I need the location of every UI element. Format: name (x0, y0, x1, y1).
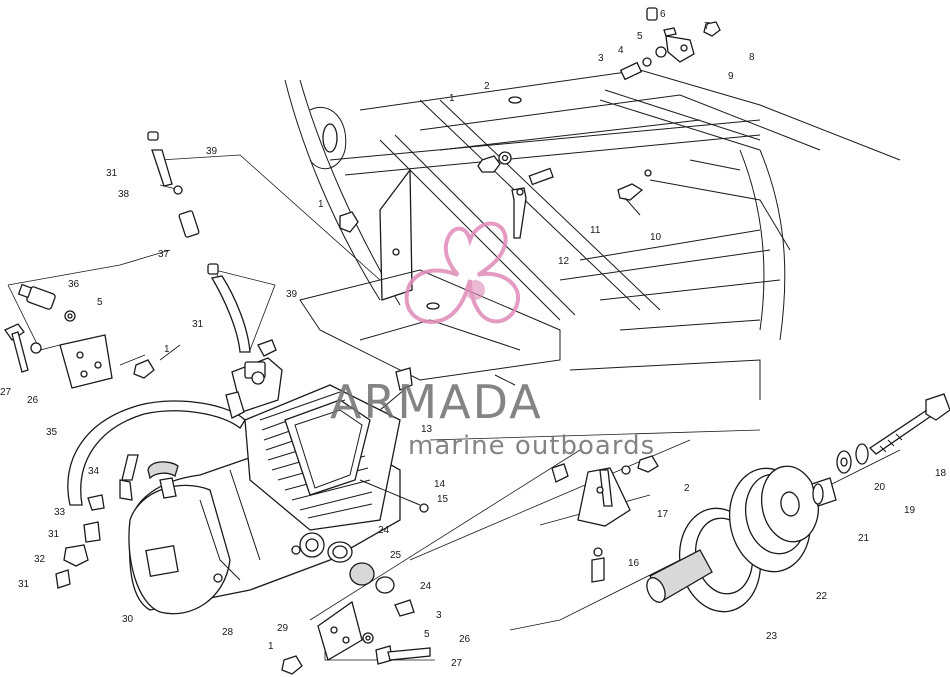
callout-c2b: 2 (684, 483, 690, 494)
callout-c26b: 26 (459, 634, 471, 645)
callout-c31b: 31 (192, 319, 204, 330)
engine-mount-bracket (4, 323, 155, 389)
engine-assembly (128, 357, 429, 615)
callout-c22: 22 (816, 591, 828, 602)
callout-c39a: 39 (206, 146, 218, 157)
callout-c5b: 5 (97, 297, 103, 308)
callout-c30: 30 (122, 614, 134, 625)
callout-c39b: 39 (286, 289, 298, 300)
callout-c25: 25 (390, 550, 402, 561)
callout-c33: 33 (54, 507, 66, 518)
callout-c29: 29 (277, 623, 289, 634)
callout-c31c: 31 (48, 529, 60, 540)
callout-c31a: 31 (106, 168, 118, 179)
frame-fasteners (339, 151, 652, 239)
fuel-line-assembly (55, 400, 246, 589)
callout-c11: 11 (590, 225, 601, 236)
callout-c27b: 27 (451, 658, 463, 669)
callout-c16: 16 (628, 558, 640, 569)
callout-c7: 7 (704, 21, 710, 32)
shift-shaft-assembly (599, 7, 761, 151)
vehicle-frame (284, 69, 901, 400)
callout-c24b: 24 (420, 581, 432, 592)
lower-mount-bracket (281, 600, 431, 675)
callout-c14: 14 (434, 479, 446, 490)
callout-c9: 9 (728, 71, 734, 82)
breather-hose-set (17, 131, 277, 357)
callout-c3b: 3 (436, 610, 442, 621)
callout-c35: 35 (46, 427, 58, 438)
callout-c2a: 2 (484, 81, 490, 92)
clutch-support-bracket (551, 455, 659, 583)
carburetor (225, 357, 283, 419)
callout-c5c: 5 (424, 629, 430, 640)
callout-c6: 6 (660, 9, 666, 20)
callout-c19: 19 (904, 505, 916, 516)
callout-c24a: 24 (378, 525, 390, 536)
callout-c18: 18 (935, 468, 947, 479)
drive-clutch-assembly (646, 393, 950, 613)
callout-c31d: 31 (18, 579, 30, 590)
callout-c20: 20 (874, 482, 886, 493)
callout-c17: 17 (657, 509, 669, 520)
watermark-brand: ARMADA (330, 375, 543, 429)
callout-c1a: 1 (449, 93, 455, 104)
callout-c37: 37 (158, 249, 170, 260)
callout-c13: 13 (421, 424, 433, 435)
callout-c21: 21 (858, 533, 870, 544)
callout-c27a: 27 (0, 387, 12, 398)
callout-c26a: 26 (27, 395, 39, 406)
callout-c3a: 3 (598, 53, 604, 64)
callout-c36: 36 (68, 279, 80, 290)
callout-c15: 15 (437, 494, 449, 505)
callout-c34: 34 (88, 466, 100, 477)
callout-c1d: 1 (268, 641, 274, 652)
callout-c1c: 1 (164, 344, 170, 355)
cylinder-fins (244, 384, 401, 531)
armada-logo-mark (404, 221, 521, 325)
watermark-tagline: marine outboards (408, 431, 655, 461)
callout-c38: 38 (118, 189, 130, 200)
callout-c10: 10 (650, 232, 662, 243)
callout-c32: 32 (34, 554, 46, 565)
intake-boot-clamps (327, 541, 415, 617)
callout-c5a: 5 (637, 31, 643, 42)
callout-c8: 8 (749, 52, 755, 63)
callout-c4a: 4 (618, 45, 624, 56)
callout-c23: 23 (766, 631, 778, 642)
callout-c28: 28 (222, 627, 234, 638)
callout-c12: 12 (558, 256, 570, 267)
callout-c1b: 1 (318, 199, 324, 210)
